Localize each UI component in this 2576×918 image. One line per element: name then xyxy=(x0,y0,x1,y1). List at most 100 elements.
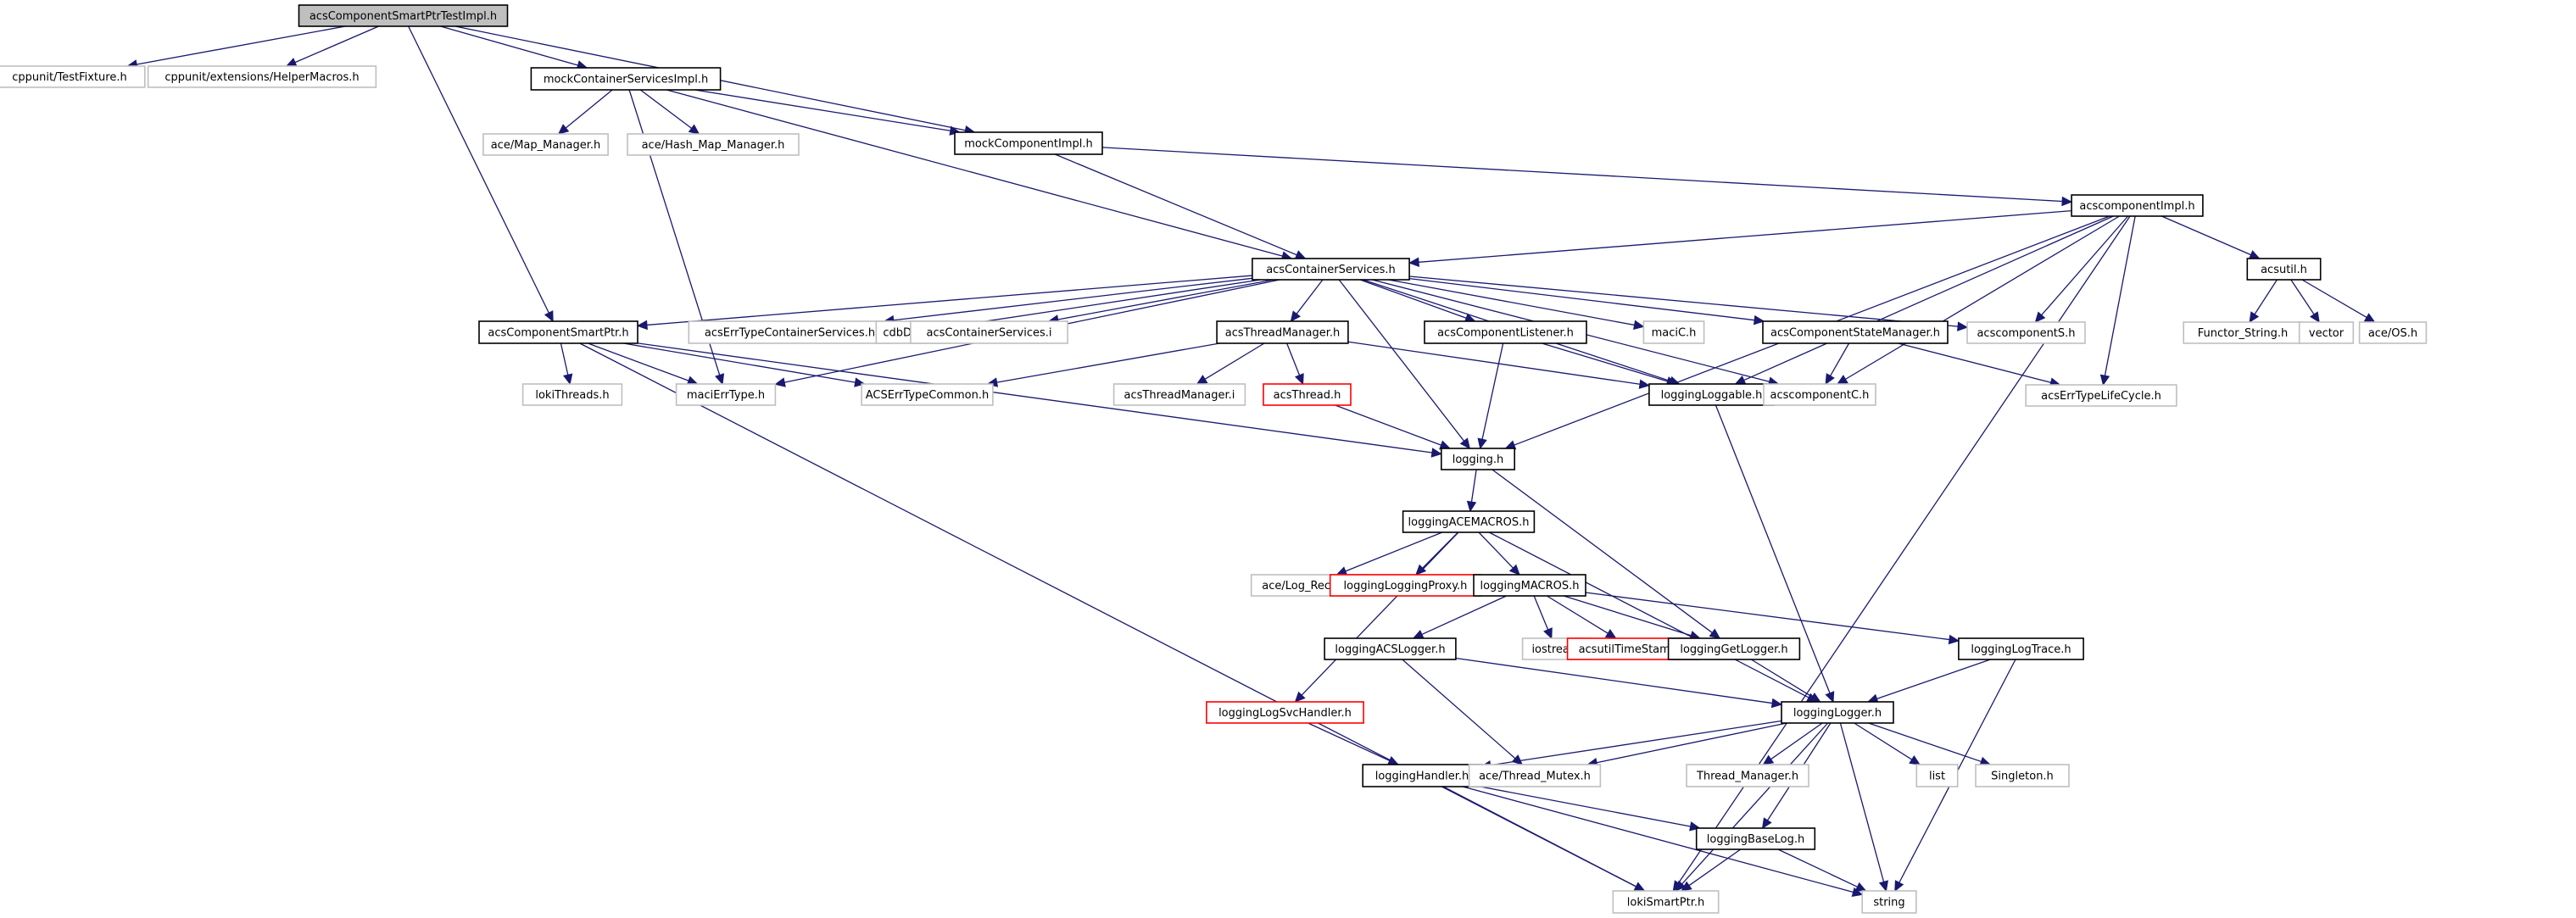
node-acs-container-services[interactable]: acsContainerServices.h xyxy=(1252,258,1410,281)
edge-line xyxy=(623,342,856,383)
node-logging-log-trace[interactable]: loggingLogTrace.h xyxy=(1958,637,2084,660)
arrowhead-icon xyxy=(2309,311,2320,324)
node-acscomponent-impl[interactable]: acscomponentImpl.h xyxy=(2071,194,2204,217)
edge-acsContainerServices-to-maciC xyxy=(1388,279,1645,331)
edge-line xyxy=(893,277,1252,321)
arrowhead-icon xyxy=(2034,311,2046,323)
edge-root-to-mockContainerServicesImpl xyxy=(440,25,588,70)
node-logging-acemacros[interactable]: loggingACEMACROS.h xyxy=(1402,510,1536,533)
edge-line xyxy=(1830,342,1850,376)
edge-loggingHandler-to-string xyxy=(1462,786,1864,897)
node-label: acsComponentSmartPtr.h xyxy=(488,327,628,340)
edge-line xyxy=(666,89,1283,257)
edge-loggingACEMACROS-to-loggingLogger xyxy=(1488,531,1818,703)
node-label: maciC.h xyxy=(1652,327,1697,340)
node-box xyxy=(1329,574,1482,597)
edge-line xyxy=(1409,275,1959,327)
edge-line xyxy=(588,342,689,381)
edge-line xyxy=(1419,209,2072,263)
edge-loggingMACROS-to-acsutilTimeStamp xyxy=(1546,595,1617,639)
edge-loggingMACROS-to-loggingACSLogger xyxy=(1412,595,1507,639)
edge-line xyxy=(958,279,1261,326)
arrowhead-icon xyxy=(1430,448,1442,458)
edge-acsContainerServices-to-logging xyxy=(1338,279,1471,449)
edge-line xyxy=(1750,659,1813,698)
node-acsutil[interactable]: acsutil.h xyxy=(2246,258,2322,281)
node-box xyxy=(1252,258,1410,281)
edge-line xyxy=(1743,215,2114,381)
node-acs-component-listener[interactable]: acsComponentListener.h xyxy=(1424,320,1587,344)
node-maci-err-type: maciErrType.h xyxy=(675,383,777,406)
node-box xyxy=(478,320,638,344)
node-label: mockComponentImpl.h xyxy=(964,138,1093,151)
node-mock-container-services-impl[interactable]: mockContainerServicesImpl.h xyxy=(530,67,722,91)
node-logging-logger[interactable]: loggingLogger.h xyxy=(1781,701,1894,724)
node-acs-thread[interactable]: acsThread.h xyxy=(1263,383,1352,406)
arrowhead-icon xyxy=(636,320,648,331)
node-box xyxy=(1263,383,1352,406)
arrowhead-icon xyxy=(1415,564,1427,576)
arrowhead-icon xyxy=(1633,320,1645,331)
node-box xyxy=(1612,890,1720,914)
edge-root-to-cppHelperMacros xyxy=(285,25,379,67)
edge-line xyxy=(996,342,1220,383)
node-logging-log-svc-handler[interactable]: loggingLogSvcHandler.h xyxy=(1206,701,1364,724)
node-root[interactable]: acsComponentSmartPtrTestImpl.h xyxy=(298,4,509,27)
edge-acsComponentListener-to-logging xyxy=(1477,342,1504,450)
node-box xyxy=(1686,764,1809,787)
node-label: list xyxy=(1929,771,1945,783)
edge-loggingLogSvcHandler-to-loggingHandler xyxy=(1308,722,1399,765)
node-box xyxy=(1468,764,1602,787)
arrowhead-icon xyxy=(1408,257,1420,268)
edge-mockComponentImpl-to-acsContainerServices xyxy=(1054,153,1307,259)
node-logging-acslogger[interactable]: loggingACSLogger.h xyxy=(1324,637,1457,660)
node-box xyxy=(530,67,722,91)
edge-line xyxy=(408,25,549,314)
edge-line xyxy=(1054,153,1297,256)
edge-acsContainerServices-to-acsComponentStateManager xyxy=(1409,278,1765,325)
node-logging-base-log[interactable]: loggingBaseLog.h xyxy=(1695,827,1816,850)
arrowhead-icon xyxy=(774,377,786,387)
arrowhead-icon xyxy=(2099,374,2110,387)
arrowhead-icon xyxy=(1675,880,1687,892)
arrowhead-icon xyxy=(1386,755,1399,765)
edge-line xyxy=(1442,786,1636,887)
node-box xyxy=(2246,258,2322,281)
node-label: acsComponentSmartPtrTestImpl.h xyxy=(309,10,497,23)
node-box xyxy=(482,133,609,156)
edge-loggingACSLogger-to-aceThreadMutex xyxy=(1402,659,1524,765)
node-logging-handler[interactable]: loggingHandler.h xyxy=(1362,764,1482,787)
node-logging[interactable]: logging.h xyxy=(1441,448,1516,470)
edge-acsutil-to-functorString xyxy=(2249,279,2278,324)
node-box xyxy=(1915,764,1959,787)
node-box xyxy=(147,65,377,88)
node-vector: vector xyxy=(2298,321,2355,344)
edge-line xyxy=(1286,342,1301,376)
node-acs-component-state-manager[interactable]: acsComponentStateManager.h xyxy=(1762,320,1949,344)
node-box xyxy=(1362,764,1482,787)
edge-line xyxy=(1876,659,1991,700)
edge-acsutil-to-vector xyxy=(2290,279,2320,324)
node-box xyxy=(2358,321,2428,344)
node-label: loggingLoggable.h xyxy=(1661,389,1763,402)
edge-loggingBaseLog-to-lokiSmartPtr xyxy=(1681,848,1742,892)
node-mock-component-impl[interactable]: mockComponentImpl.h xyxy=(954,131,1103,155)
node-label: ace/Hash_Map_Manager.h xyxy=(642,139,785,152)
node-acs-thread-manager[interactable]: acsThreadManager.h xyxy=(1216,320,1349,344)
node-logging-get-logger[interactable]: loggingGetLogger.h xyxy=(1667,637,1801,660)
edge-line xyxy=(1421,595,1507,636)
node-logging-logging-proxy[interactable]: loggingLoggingProxy.h xyxy=(1329,574,1482,597)
edge-line xyxy=(565,89,613,129)
node-logging-loggable[interactable]: loggingLoggable.h xyxy=(1648,383,1775,406)
node-label: cppunit/TestFixture.h xyxy=(12,71,126,84)
arrowhead-icon xyxy=(1957,321,1969,331)
arrowhead-icon xyxy=(1761,817,1772,830)
node-label: ace/Map_Manager.h xyxy=(491,139,601,152)
edge-acscomponentImpl-to-acscomponentS xyxy=(2034,215,2129,323)
node-label: cppunit/extensions/HelperMacros.h xyxy=(164,71,359,84)
edge-line xyxy=(1470,469,1477,503)
node-acs-component-smart-ptr[interactable]: acsComponentSmartPtr.h xyxy=(478,320,638,344)
node-label: acsComponentStateManager.h xyxy=(1770,327,1940,340)
edge-line xyxy=(1488,531,1809,698)
node-logging-macros[interactable]: loggingMACROS.h xyxy=(1473,574,1586,597)
